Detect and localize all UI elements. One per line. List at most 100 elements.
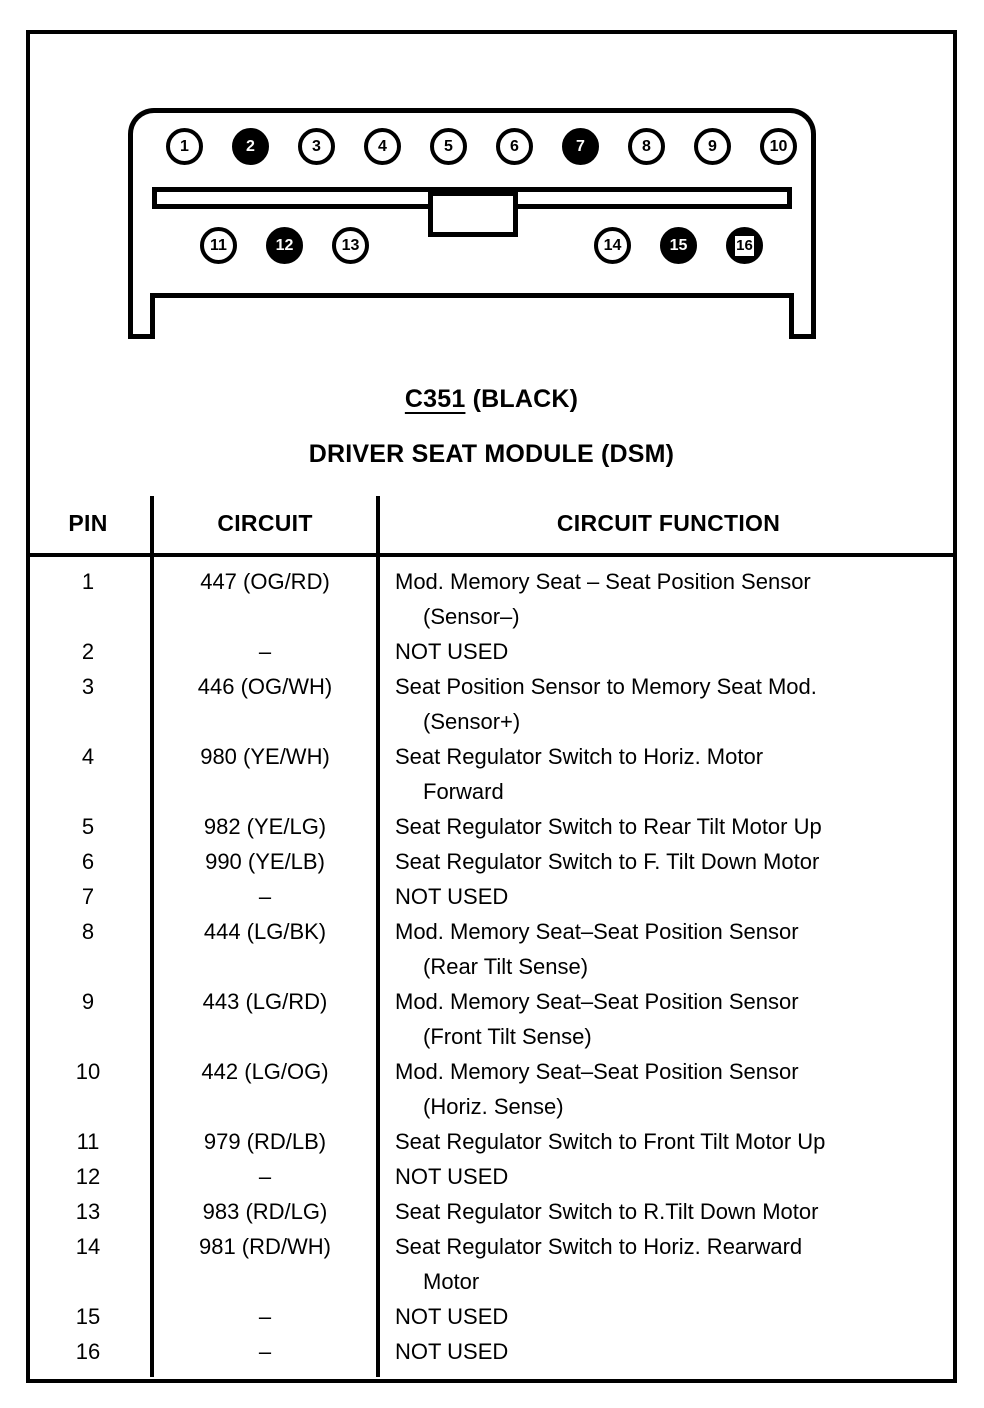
pin-cavity-4: 4: [364, 128, 401, 165]
cell-circuit-function: Seat Position Sensor to Memory Seat Mod.…: [378, 669, 957, 739]
cell-pin-number: 11: [26, 1124, 154, 1159]
cell-pin-number: 15: [26, 1299, 154, 1334]
cell-circuit: –: [152, 1334, 380, 1377]
cell-circuit-function: NOT USED: [378, 1159, 957, 1194]
function-text: NOT USED: [395, 884, 509, 909]
connector-tab-right-outer: [811, 293, 816, 339]
function-text: NOT USED: [395, 1339, 509, 1364]
function-text: NOT USED: [395, 1164, 509, 1189]
connector-center-latch: [428, 191, 518, 237]
cell-circuit: 447 (OG/RD): [152, 555, 380, 634]
cell-circuit-function: Mod. Memory Seat–Seat Position Sensor (Ho…: [378, 1054, 957, 1124]
function-text: Seat Regulator Switch to F. Tilt Down Mo…: [395, 849, 820, 874]
pin-cavity-13: 13: [332, 227, 369, 264]
table-row: 16–NOT USED: [26, 1334, 957, 1377]
pin-cavity-1: 1: [166, 128, 203, 165]
cell-circuit: –: [152, 1159, 380, 1194]
pin-cavity-9: 9: [694, 128, 731, 165]
connector-tab-left-foot: [128, 334, 155, 339]
cell-circuit: –: [152, 1299, 380, 1334]
function-text: Mod. Memory Seat–Seat Position Sensor: [395, 989, 799, 1014]
cell-circuit: 983 (RD/LG): [152, 1194, 380, 1229]
cell-circuit-function: NOT USED: [378, 1334, 957, 1377]
cell-circuit-function: Mod. Memory Seat–Seat Position Sensor(Fr…: [378, 984, 957, 1054]
function-text: Seat Regulator Switch to Horiz. Motor: [395, 744, 764, 769]
function-text-continuation: (Horiz. Sense): [423, 1094, 564, 1119]
cell-pin-number: 3: [26, 669, 154, 739]
function-text: Seat Regulator Switch to R.Tilt Down Mot…: [395, 1199, 819, 1224]
function-text: Mod. Memory Seat–Seat Position Sensor: [395, 919, 799, 944]
cell-pin-number: 9: [26, 984, 154, 1054]
connector-color: (BLACK): [472, 385, 579, 413]
pin-cavity-10: 10: [760, 128, 797, 165]
cell-circuit: 980 (YE/WH): [152, 739, 380, 809]
module-name: DRIVER SEAT MODULE (DSM): [308, 440, 675, 468]
connector-tab-right-foot: [789, 334, 816, 339]
function-text: Seat Regulator Switch to Horiz. Rearward: [395, 1234, 803, 1259]
function-text: Mod. Memory Seat–Seat Position Sensor: [395, 1059, 799, 1084]
table-row: 15–NOT USED: [26, 1299, 957, 1334]
function-text-continuation: Forward: [423, 779, 504, 804]
function-text-continuation: (Sensor+): [423, 709, 521, 734]
cell-circuit-function: Seat Regulator Switch to R.Tilt Down Mot…: [378, 1194, 957, 1229]
connector-diagram: 1 2 3 4 5 6 7 8 9 10 11 12 13 14 15 16: [100, 80, 840, 355]
cell-circuit: –: [152, 634, 380, 669]
cell-circuit-function: Seat Regulator Switch to Rear Tilt Motor…: [378, 809, 957, 844]
cell-circuit-function: NOT USED: [378, 634, 957, 669]
cell-circuit-function: Mod. Memory Seat–Seat Position Sensor (Re…: [378, 914, 957, 984]
cell-circuit: 982 (YE/LG): [152, 809, 380, 844]
table-row: 12–NOT USED: [26, 1159, 957, 1194]
figure-caption: C351 (BLACK) DRIVER SEAT MODULE (DSM): [26, 385, 957, 469]
function-text-continuation: (Sensor–): [423, 604, 520, 629]
cell-pin-number: 14: [26, 1229, 154, 1299]
table-row: 7–NOT USED: [26, 879, 957, 914]
cell-circuit-function: Mod. Memory Seat – Seat Position Sensor (…: [378, 555, 957, 634]
cell-circuit-function: Seat Regulator Switch to F. Tilt Down Mo…: [378, 844, 957, 879]
function-text: Mod. Memory Seat – Seat Position Sensor: [395, 569, 811, 594]
pin-cavity-6: 6: [496, 128, 533, 165]
connector-tab-left-outer: [128, 293, 133, 339]
pin-cavity-8: 8: [628, 128, 665, 165]
cell-pin-number: 12: [26, 1159, 154, 1194]
cell-circuit-function: NOT USED: [378, 879, 957, 914]
cell-pin-number: 16: [26, 1334, 154, 1377]
header-function: CIRCUIT FUNCTION: [378, 496, 957, 557]
function-text: Seat Position Sensor to Memory Seat Mod.: [395, 674, 817, 699]
function-text: NOT USED: [395, 1304, 509, 1329]
pin-cavity-15: 15: [660, 227, 697, 264]
cell-pin-number: 5: [26, 809, 154, 844]
cell-circuit: 446 (OG/WH): [152, 669, 380, 739]
connector-id-line: C351 (BLACK): [26, 385, 957, 414]
function-text-continuation: (Rear Tilt Sense): [423, 954, 589, 979]
cell-circuit-function: Seat Regulator Switch to Horiz. Rearward…: [378, 1229, 957, 1299]
header-pin: PIN: [26, 496, 154, 557]
cell-circuit: –: [152, 879, 380, 914]
cell-circuit: 981 (RD/WH): [152, 1229, 380, 1299]
function-text: Seat Regulator Switch to Front Tilt Moto…: [395, 1129, 826, 1154]
cell-pin-number: 4: [26, 739, 154, 809]
cell-circuit: 442 (LG/OG): [152, 1054, 380, 1124]
table-row: 2–NOT USED: [26, 634, 957, 669]
pin-cavity-5: 5: [430, 128, 467, 165]
pin-cavity-14: 14: [594, 227, 631, 264]
header-circuit: CIRCUIT: [152, 496, 380, 557]
cell-pin-number: 13: [26, 1194, 154, 1229]
function-text-continuation: Motor: [423, 1269, 480, 1294]
cell-pin-number: 10: [26, 1054, 154, 1124]
pin-cavity-16: 16: [726, 227, 763, 264]
cell-pin-number: 8: [26, 914, 154, 984]
connector-id: C351: [404, 385, 466, 413]
connector-housing-outline: [128, 108, 816, 298]
connector-tab-right-inner: [789, 293, 794, 339]
